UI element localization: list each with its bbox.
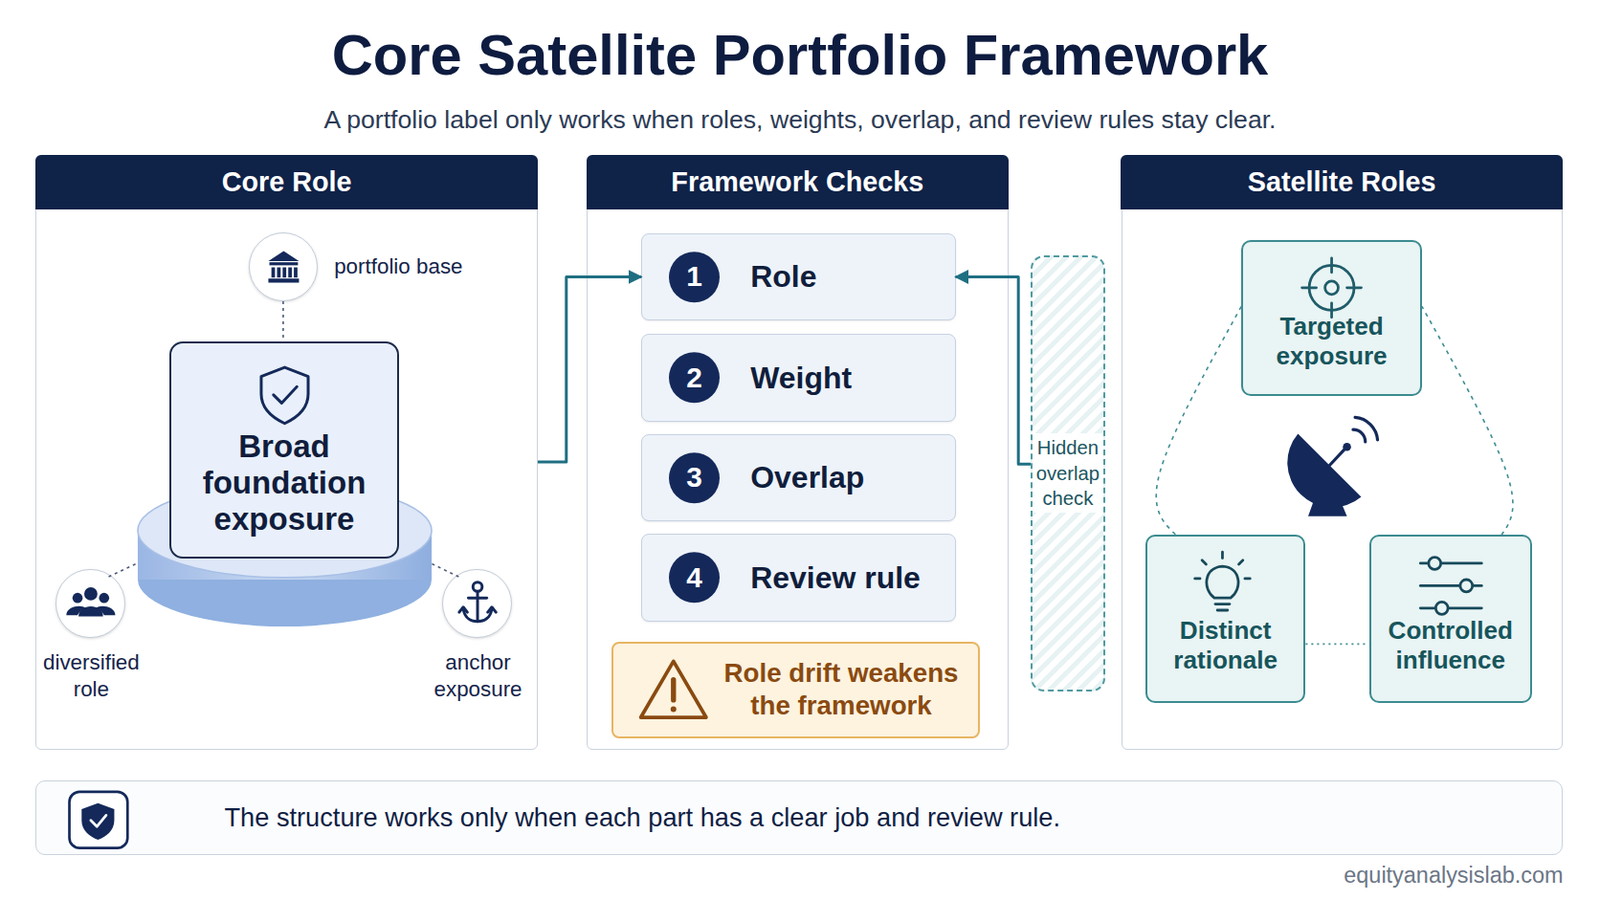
step-label: Weight: [750, 334, 852, 422]
portfolio-base-badge: portfolio base: [248, 232, 319, 303]
satellite-label: Controlled influence: [1375, 616, 1528, 702]
panel-header: Framework Checks: [586, 155, 1009, 211]
overlap-check-label: Hidden overlap check: [1032, 433, 1104, 513]
step-label: Review rule: [750, 534, 921, 622]
step-number: 2: [668, 352, 720, 403]
panel-header: Core Role: [35, 155, 539, 211]
satellite-label: Distinct rationale: [1151, 616, 1300, 702]
check-box: 4 Review rule: [641, 533, 956, 623]
badge-label: diversified role: [24, 649, 158, 704]
satellite-roles-panel: Targeted exposureDistinct rationale Contr…: [1121, 155, 1563, 751]
panel-header: Satellite Roles: [1120, 155, 1563, 211]
diagram-title: Core Satellite Portfolio Framework: [0, 21, 1600, 90]
step-number: 4: [668, 552, 720, 603]
anchor-badge: anchor exposure: [442, 569, 512, 640]
watermark: equityanalysislab.com: [1122, 863, 1564, 889]
check-box: 1 Role: [641, 233, 956, 322]
check-box: 3 Overlap: [641, 434, 956, 523]
diagram-subtitle: A portfolio label only works when roles,…: [0, 105, 1600, 136]
summary-band: The structure works only when each part …: [35, 780, 1562, 856]
warning-text: Role drift weakens the framework: [707, 644, 975, 736]
foundation-box: Broad foundation exposure: [169, 341, 400, 559]
badge-label: portfolio base: [333, 253, 508, 281]
step-number: 1: [668, 251, 720, 303]
satellite-box: Controlled influence: [1369, 534, 1534, 704]
step-label: Role: [750, 234, 817, 321]
satellite-label: Targeted exposure: [1246, 311, 1417, 395]
overlap-check-box: Hidden overlap check: [1030, 255, 1106, 692]
badge-label: anchor exposure: [411, 649, 545, 704]
diversified-badge: diversified role: [55, 569, 126, 640]
satellite-box: Targeted exposure: [1241, 240, 1423, 397]
foundation-label: Broad foundation exposure: [171, 428, 399, 538]
core-role-panel: portfolio baseBroad foundation exposure d…: [35, 155, 538, 751]
satellite-box: Distinct rationale: [1145, 534, 1306, 704]
framework-checks-panel: 1 Role 2 Weight 3 Overlap 4 Review ruleRole dri…: [586, 155, 1008, 751]
step-label: Overlap: [750, 435, 865, 522]
warning-box: Role drift weakens the framework: [611, 642, 980, 738]
check-box: 2 Weight: [641, 333, 956, 423]
summary-text: The structure works only when each part …: [224, 802, 1061, 834]
step-number: 3: [668, 452, 720, 504]
